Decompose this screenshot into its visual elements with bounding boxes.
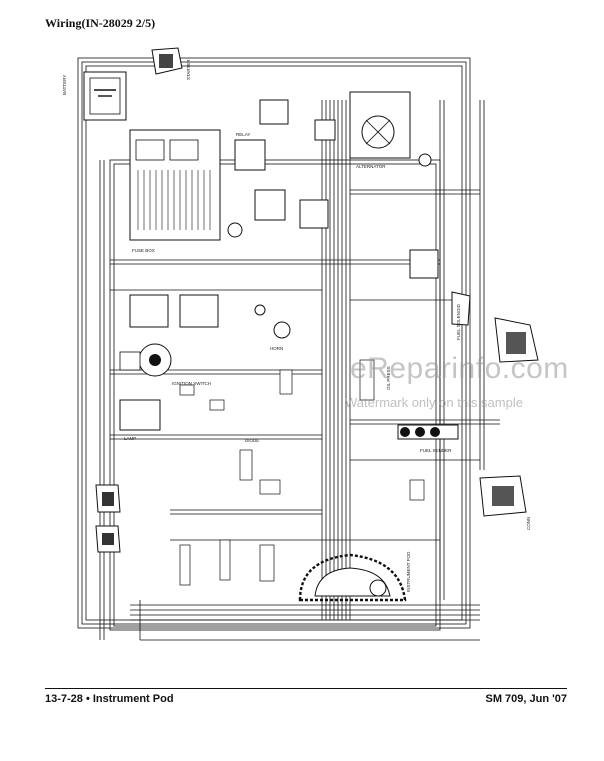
- left-connectors: [95, 399, 161, 553]
- svg-text:HORN: HORN: [270, 346, 283, 351]
- svg-text:DIODE: DIODE: [245, 438, 259, 443]
- svg-text:FUEL SENDER: FUEL SENDER: [420, 448, 452, 453]
- svg-text:FUSE BOX: FUSE BOX: [132, 248, 155, 253]
- fuse-box: [129, 129, 221, 241]
- watermark-note: Watermark only on this sample: [345, 395, 523, 410]
- footer-manual-ref: SM 709, Jun '07: [485, 693, 568, 705]
- fuel-sender-symbol: [397, 424, 459, 440]
- alternator-symbol: [349, 91, 411, 159]
- svg-text:LAMP: LAMP: [124, 436, 136, 441]
- svg-text:OIL PRESS: OIL PRESS: [386, 366, 391, 390]
- svg-text:INSTRUMENT POD: INSTRUMENT POD: [406, 551, 411, 592]
- svg-text:STARTER: STARTER: [186, 59, 191, 80]
- svg-text:ALTERNATOR: ALTERNATOR: [356, 164, 386, 169]
- svg-text:CONN: CONN: [526, 517, 531, 530]
- page-title: Wiring(IN-28029 2/5): [45, 16, 156, 30]
- starter-motor-symbol: [151, 47, 183, 75]
- footer-rule: [45, 688, 567, 689]
- svg-text:FUEL SOLENOID: FUEL SOLENOID: [456, 303, 461, 340]
- wiring-diagram: BATTERY FUSE BOX RELAY STARTER ALTERNATO…: [60, 40, 600, 650]
- watermark-brand: eReparinfo.com: [350, 352, 569, 385]
- relay-blocks: [129, 99, 439, 328]
- battery-symbol: [83, 71, 127, 121]
- instrument-pod-symbol: [298, 553, 407, 602]
- svg-text:IGNITION SWITCH: IGNITION SWITCH: [172, 381, 211, 386]
- svg-text:RELAY: RELAY: [236, 132, 250, 137]
- footer-section: 13-7-28 • Instrument Pod: [45, 693, 174, 705]
- wiring-schematic: BATTERY FUSE BOX RELAY STARTER ALTERNATO…: [62, 47, 539, 641]
- ignition-switch-symbol: [119, 343, 172, 377]
- svg-text:BATTERY: BATTERY: [62, 75, 67, 95]
- sensor-symbols: [227, 153, 432, 339]
- right-connectors: [451, 291, 539, 517]
